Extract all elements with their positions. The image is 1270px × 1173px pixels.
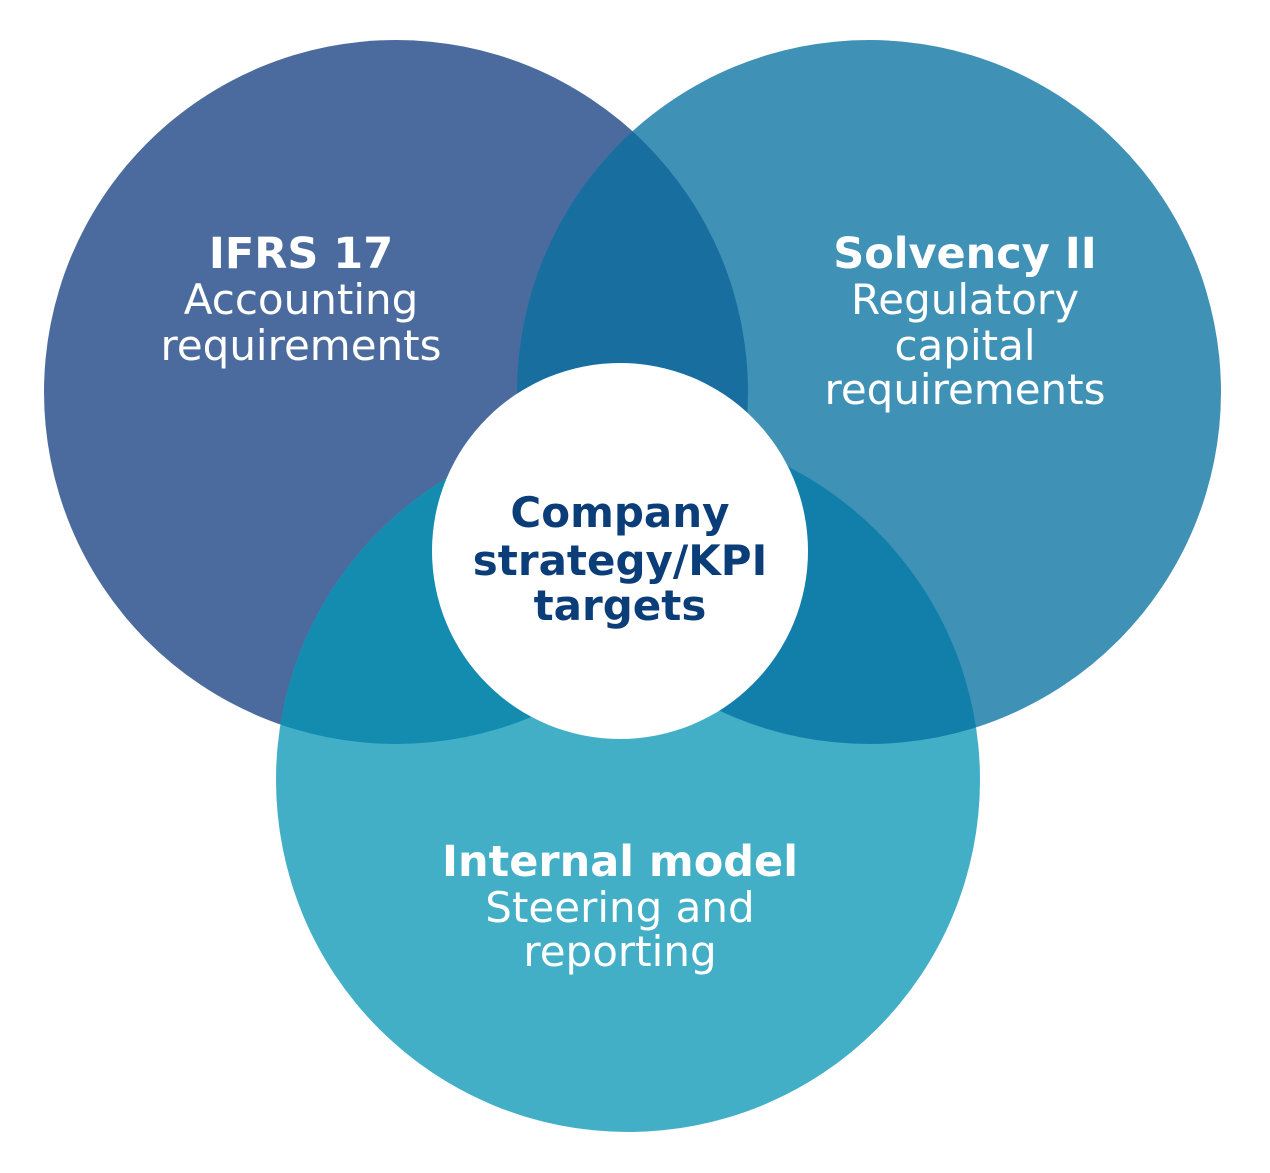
internal-model-line-1: Steering and bbox=[485, 883, 754, 932]
center-line-3: targets bbox=[534, 581, 707, 630]
internal-model-title: Internal model bbox=[442, 837, 798, 887]
center-line-2: strategy/KPI bbox=[473, 536, 767, 585]
center-circle bbox=[432, 363, 808, 739]
solvency-ii-line-1: Regulatory bbox=[851, 275, 1079, 324]
center-line-1: Company bbox=[510, 488, 729, 537]
internal-model-line-2: reporting bbox=[523, 927, 716, 976]
ifrs-17-line-2: requirements bbox=[160, 321, 441, 370]
solvency-ii-line-3: requirements bbox=[824, 365, 1105, 414]
solvency-internal-overlap bbox=[517, 428, 980, 744]
solvency-ii-line-2: capital bbox=[894, 321, 1035, 370]
solvency-ii-title: Solvency II bbox=[833, 229, 1097, 279]
ifrs-17-line-1: Accounting bbox=[184, 275, 419, 324]
ifrs-17-title: IFRS 17 bbox=[209, 229, 393, 279]
